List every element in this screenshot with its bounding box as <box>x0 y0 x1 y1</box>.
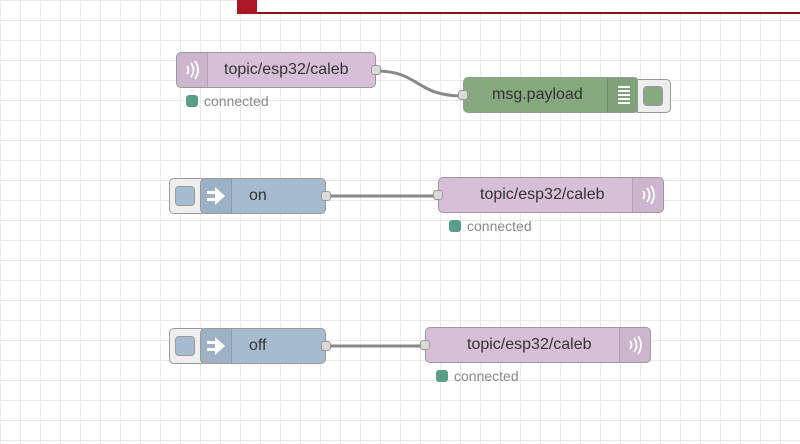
mqtt-out-off-status: connected <box>436 369 519 383</box>
bridge-icon <box>177 53 208 87</box>
status-dot-icon <box>449 220 461 232</box>
mqtt-out-node-off[interactable]: topic/esp32/caleb <box>420 327 651 363</box>
inject-off-trigger-button[interactable] <box>169 328 203 364</box>
inject-on-output-port[interactable] <box>321 191 331 201</box>
mqtt-out-on-status-text: connected <box>467 218 532 234</box>
mqtt-out-on-label: topic/esp32/caleb <box>480 186 605 203</box>
inject-off-trigger-indicator <box>175 336 195 356</box>
mqtt-out-on-input-port[interactable] <box>433 190 443 200</box>
inject-on-node[interactable]: on <box>200 178 331 214</box>
debug-label: msg.payload <box>492 86 583 103</box>
status-dot-icon <box>186 95 198 107</box>
debug-input-port[interactable] <box>458 90 468 100</box>
inject-off-output-port[interactable] <box>321 341 331 351</box>
inject-on-label: on <box>249 187 267 204</box>
inject-off-label: off <box>249 337 267 354</box>
mqtt-in-status: connected <box>186 94 269 108</box>
inject-on-trigger-button[interactable] <box>169 178 203 214</box>
notification-tray-accent <box>237 0 257 14</box>
debug-list-icon <box>607 78 638 112</box>
mqtt-out-off-status-text: connected <box>454 368 519 384</box>
mqtt-in-node[interactable]: topic/esp32/caleb <box>176 52 381 88</box>
inject-off-node[interactable]: off <box>200 328 331 364</box>
mqtt-in-output-port[interactable] <box>371 65 381 75</box>
inject-arrow-icon <box>201 179 232 213</box>
mqtt-in-label: topic/esp32/caleb <box>224 61 349 78</box>
inject-arrow-icon <box>201 329 232 363</box>
mqtt-out-on-status: connected <box>449 219 532 233</box>
debug-node[interactable]: msg.payload <box>458 77 639 113</box>
inject-on-trigger-indicator <box>175 186 195 206</box>
debug-toggle-indicator <box>643 86 663 106</box>
mqtt-out-off-label: topic/esp32/caleb <box>467 336 592 353</box>
status-dot-icon <box>436 370 448 382</box>
bridge-icon <box>619 328 650 362</box>
mqtt-out-off-input-port[interactable] <box>420 340 430 350</box>
notification-tray <box>237 0 800 14</box>
debug-toggle-button[interactable] <box>637 79 671 113</box>
wire-mqtt-in-to-debug[interactable] <box>375 69 464 98</box>
mqtt-out-node-on[interactable]: topic/esp32/caleb <box>433 177 664 213</box>
mqtt-in-status-text: connected <box>204 93 269 109</box>
bridge-icon <box>632 178 663 212</box>
